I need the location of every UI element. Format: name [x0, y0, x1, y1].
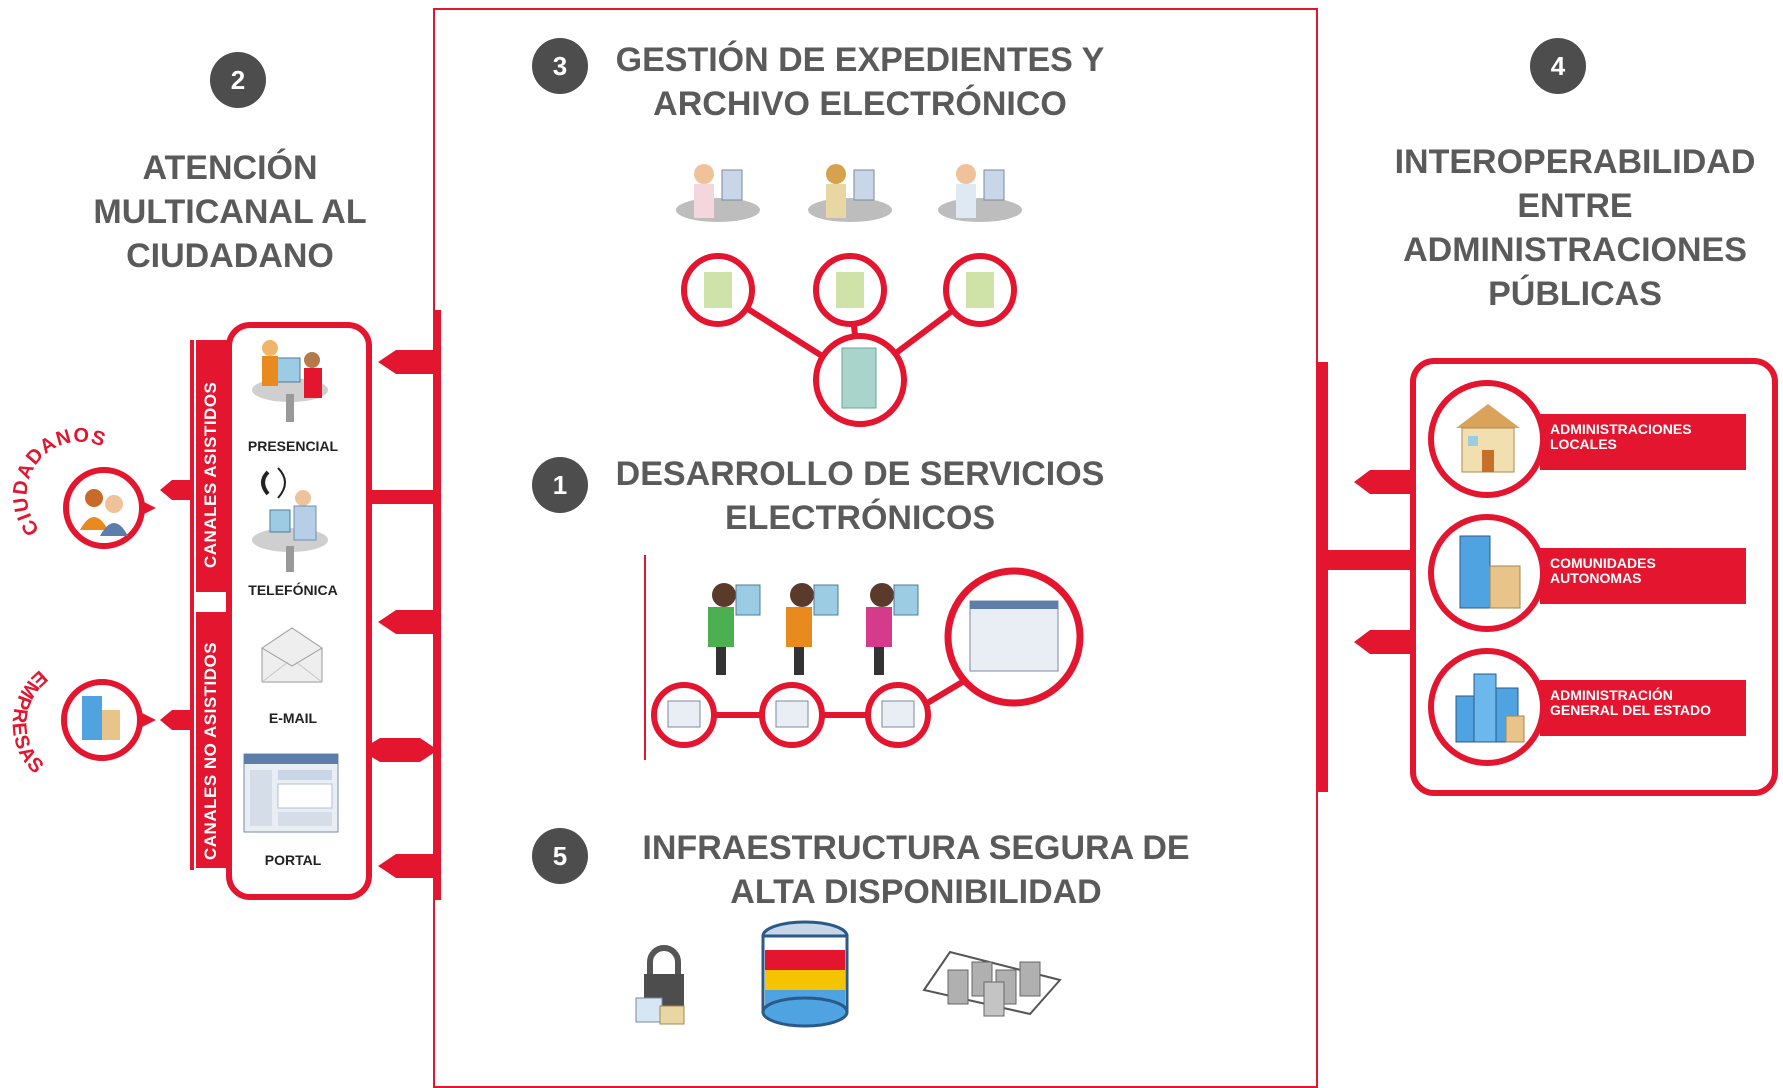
- buildings-icon: [1459, 535, 1521, 609]
- server-cluster-icon: [922, 950, 1062, 1017]
- administraciones-locales-label: ADMINISTRACIONES LOCALES: [1540, 414, 1746, 470]
- canales-asistidos-label: CANALES ASISTIDOS: [201, 381, 220, 568]
- portal-icon: [243, 753, 339, 833]
- infraestructura-title: INFRAESTRUCTURA SEGURA DE ALTA DISPONIBI…: [642, 829, 1190, 911]
- ciudadanos-arrow: [160, 480, 194, 500]
- section-1-badge: 1: [532, 457, 588, 513]
- svg-text:EMPRESAS: EMPRESAS: [10, 666, 51, 779]
- channel-telefonica: TELEFÓNICA: [248, 582, 338, 598]
- section-4-badge: 4: [1530, 38, 1586, 94]
- database-icon: [761, 920, 849, 1028]
- comunidades-autonomas-icon: [1428, 514, 1546, 632]
- comunidades-autonomas-label: COMUNIDADES AUTONOMAS: [1540, 548, 1746, 604]
- section-5-badge: 5: [532, 828, 588, 884]
- channel-presencial: PRESENCIAL: [247, 438, 339, 454]
- empresas-badge: EMPRESAS: [10, 666, 156, 779]
- security-lock-icon: [635, 945, 685, 1025]
- channel-arrows: [378, 350, 434, 878]
- telefonica-icon: [252, 467, 328, 572]
- channel-email: E-MAIL: [268, 710, 318, 726]
- house-icon: [1456, 404, 1520, 473]
- interop-connector-bar: [1318, 362, 1328, 792]
- channel-portal: PORTAL: [264, 852, 322, 868]
- presencial-icon: [252, 340, 328, 422]
- channels-divider: [190, 340, 194, 870]
- canales-no-asistidos-label: CANALES NO ASISTIDOS: [201, 641, 220, 860]
- section-2-badge: 2: [210, 52, 266, 108]
- empresas-arrow: [160, 710, 194, 730]
- servicios-electronicos-illustration: [644, 555, 1084, 760]
- atencion-title: ATENCIÓN MULTICANAL AL CIUDADANO: [93, 149, 367, 275]
- canales-asistidos-box: [196, 340, 228, 592]
- interoperabilidad-title: INTEROPERABILIDAD ENTRE ADMINISTRACIONES…: [1394, 143, 1756, 313]
- city-icon: [1455, 673, 1525, 743]
- empresas-label: EMPRESAS: [10, 666, 50, 779]
- gestion-title: GESTIÓN DE EXPEDIENTES Y ARCHIVO ELECTRÓ…: [615, 41, 1105, 123]
- expedientes-network-illustration: [676, 164, 1022, 427]
- channels-connector-bar: [433, 310, 441, 900]
- desarrollo-title: DESARROLLO DE SERVICIOS ELECTRÓNICOS: [615, 455, 1105, 537]
- administracion-general-label: ADMINISTRACIÓN GENERAL DEL ESTADO: [1540, 680, 1746, 736]
- interop-arrows: [1326, 470, 1414, 654]
- email-icon: [261, 627, 323, 683]
- ciudadanos-badge: CIUDADANOS: [10, 425, 156, 549]
- channel-out-arrows: [360, 490, 438, 762]
- section-3-badge: 3: [532, 38, 588, 94]
- canales-no-asistidos-box: [196, 612, 228, 868]
